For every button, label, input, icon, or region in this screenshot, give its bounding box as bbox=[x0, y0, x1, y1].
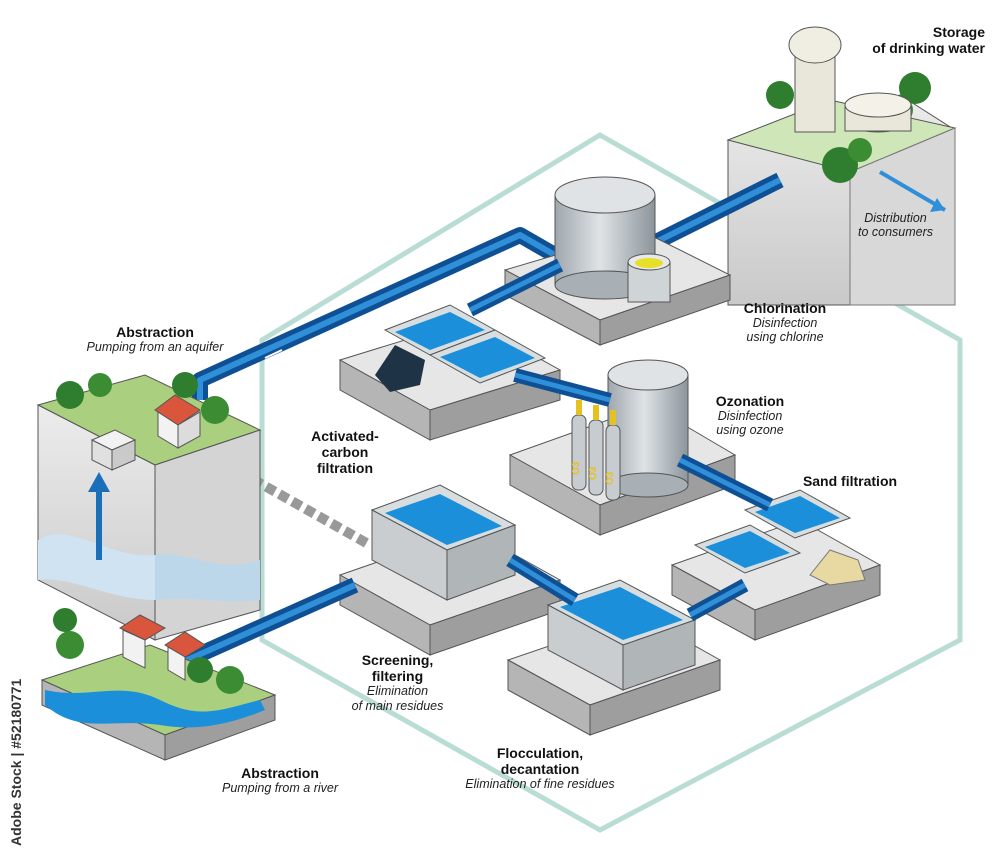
label-abstraction-river: Abstraction Pumping from a river bbox=[195, 765, 365, 795]
label-sand-title: Sand filtration bbox=[802, 473, 898, 489]
label-distribution-subtitle: Distribution to consumers bbox=[857, 211, 934, 240]
water-tower bbox=[794, 51, 836, 133]
ozonation-station bbox=[508, 359, 737, 536]
watermark: Adobe Stock | #52180771 bbox=[4, 630, 32, 850]
label-flocculation-subtitle: Elimination of fine residues bbox=[465, 777, 615, 792]
label-activated-carbon: Activated- carbon filtration bbox=[290, 428, 400, 476]
process-hexagon-outline bbox=[259, 132, 963, 833]
label-abstraction-river-title: Abstraction bbox=[241, 765, 319, 781]
label-ozonation: Ozonation Disinfection using ozone bbox=[695, 393, 805, 438]
label-flocculation: Flocculation, decantation Elimination of… bbox=[440, 745, 640, 792]
label-screening-subtitle: Elimination of main residues bbox=[351, 684, 444, 713]
label-screening-title: Screening, filtering bbox=[361, 652, 434, 685]
label-activated-carbon-title: Activated- carbon filtration bbox=[311, 428, 379, 477]
screening-station bbox=[338, 484, 562, 656]
river-block bbox=[40, 608, 277, 761]
flocculation-station bbox=[506, 579, 722, 736]
label-chlorination: Chlorination Disinfection using chlorine bbox=[730, 300, 840, 345]
label-abstraction-aquifer-subtitle: Pumping from an aquifer bbox=[86, 340, 224, 355]
label-storage-title: Storage of drinking water bbox=[872, 24, 985, 57]
label-ozonation-title: Ozonation bbox=[715, 393, 785, 409]
label-abstraction-aquifer-title: Abstraction bbox=[116, 324, 194, 340]
label-abstraction-river-subtitle: Pumping from a river bbox=[221, 781, 338, 796]
watermark-text: Adobe Stock | #52180771 bbox=[8, 678, 24, 846]
label-chlorination-title: Chlorination bbox=[743, 300, 827, 316]
ozone-mark-3: O3 bbox=[605, 471, 616, 485]
activated-carbon-station bbox=[338, 304, 562, 441]
ozone-mark-2: O3 bbox=[588, 466, 599, 480]
sand-filtration-station bbox=[670, 489, 882, 641]
label-chlorination-subtitle: Disinfection using chlorine bbox=[746, 316, 824, 345]
ozone-mark-1: O3 bbox=[571, 461, 582, 475]
label-flocculation-title: Flocculation, decantation bbox=[496, 745, 584, 778]
chlorination-station bbox=[503, 176, 732, 346]
label-ozonation-subtitle: Disinfection using ozone bbox=[716, 409, 784, 438]
label-storage: Storage of drinking water bbox=[840, 24, 985, 56]
label-sand: Sand filtration bbox=[785, 473, 915, 489]
arrow-main-pipe bbox=[264, 349, 283, 359]
aquifer-block bbox=[36, 372, 262, 641]
label-distribution: Distribution to consumers bbox=[848, 211, 943, 240]
dashed-aquifer-link bbox=[237, 467, 373, 550]
label-abstraction-aquifer: Abstraction Pumping from an aquifer bbox=[60, 324, 250, 354]
label-screening: Screening, filtering Elimination of main… bbox=[335, 652, 460, 713]
storage-block bbox=[726, 26, 957, 306]
